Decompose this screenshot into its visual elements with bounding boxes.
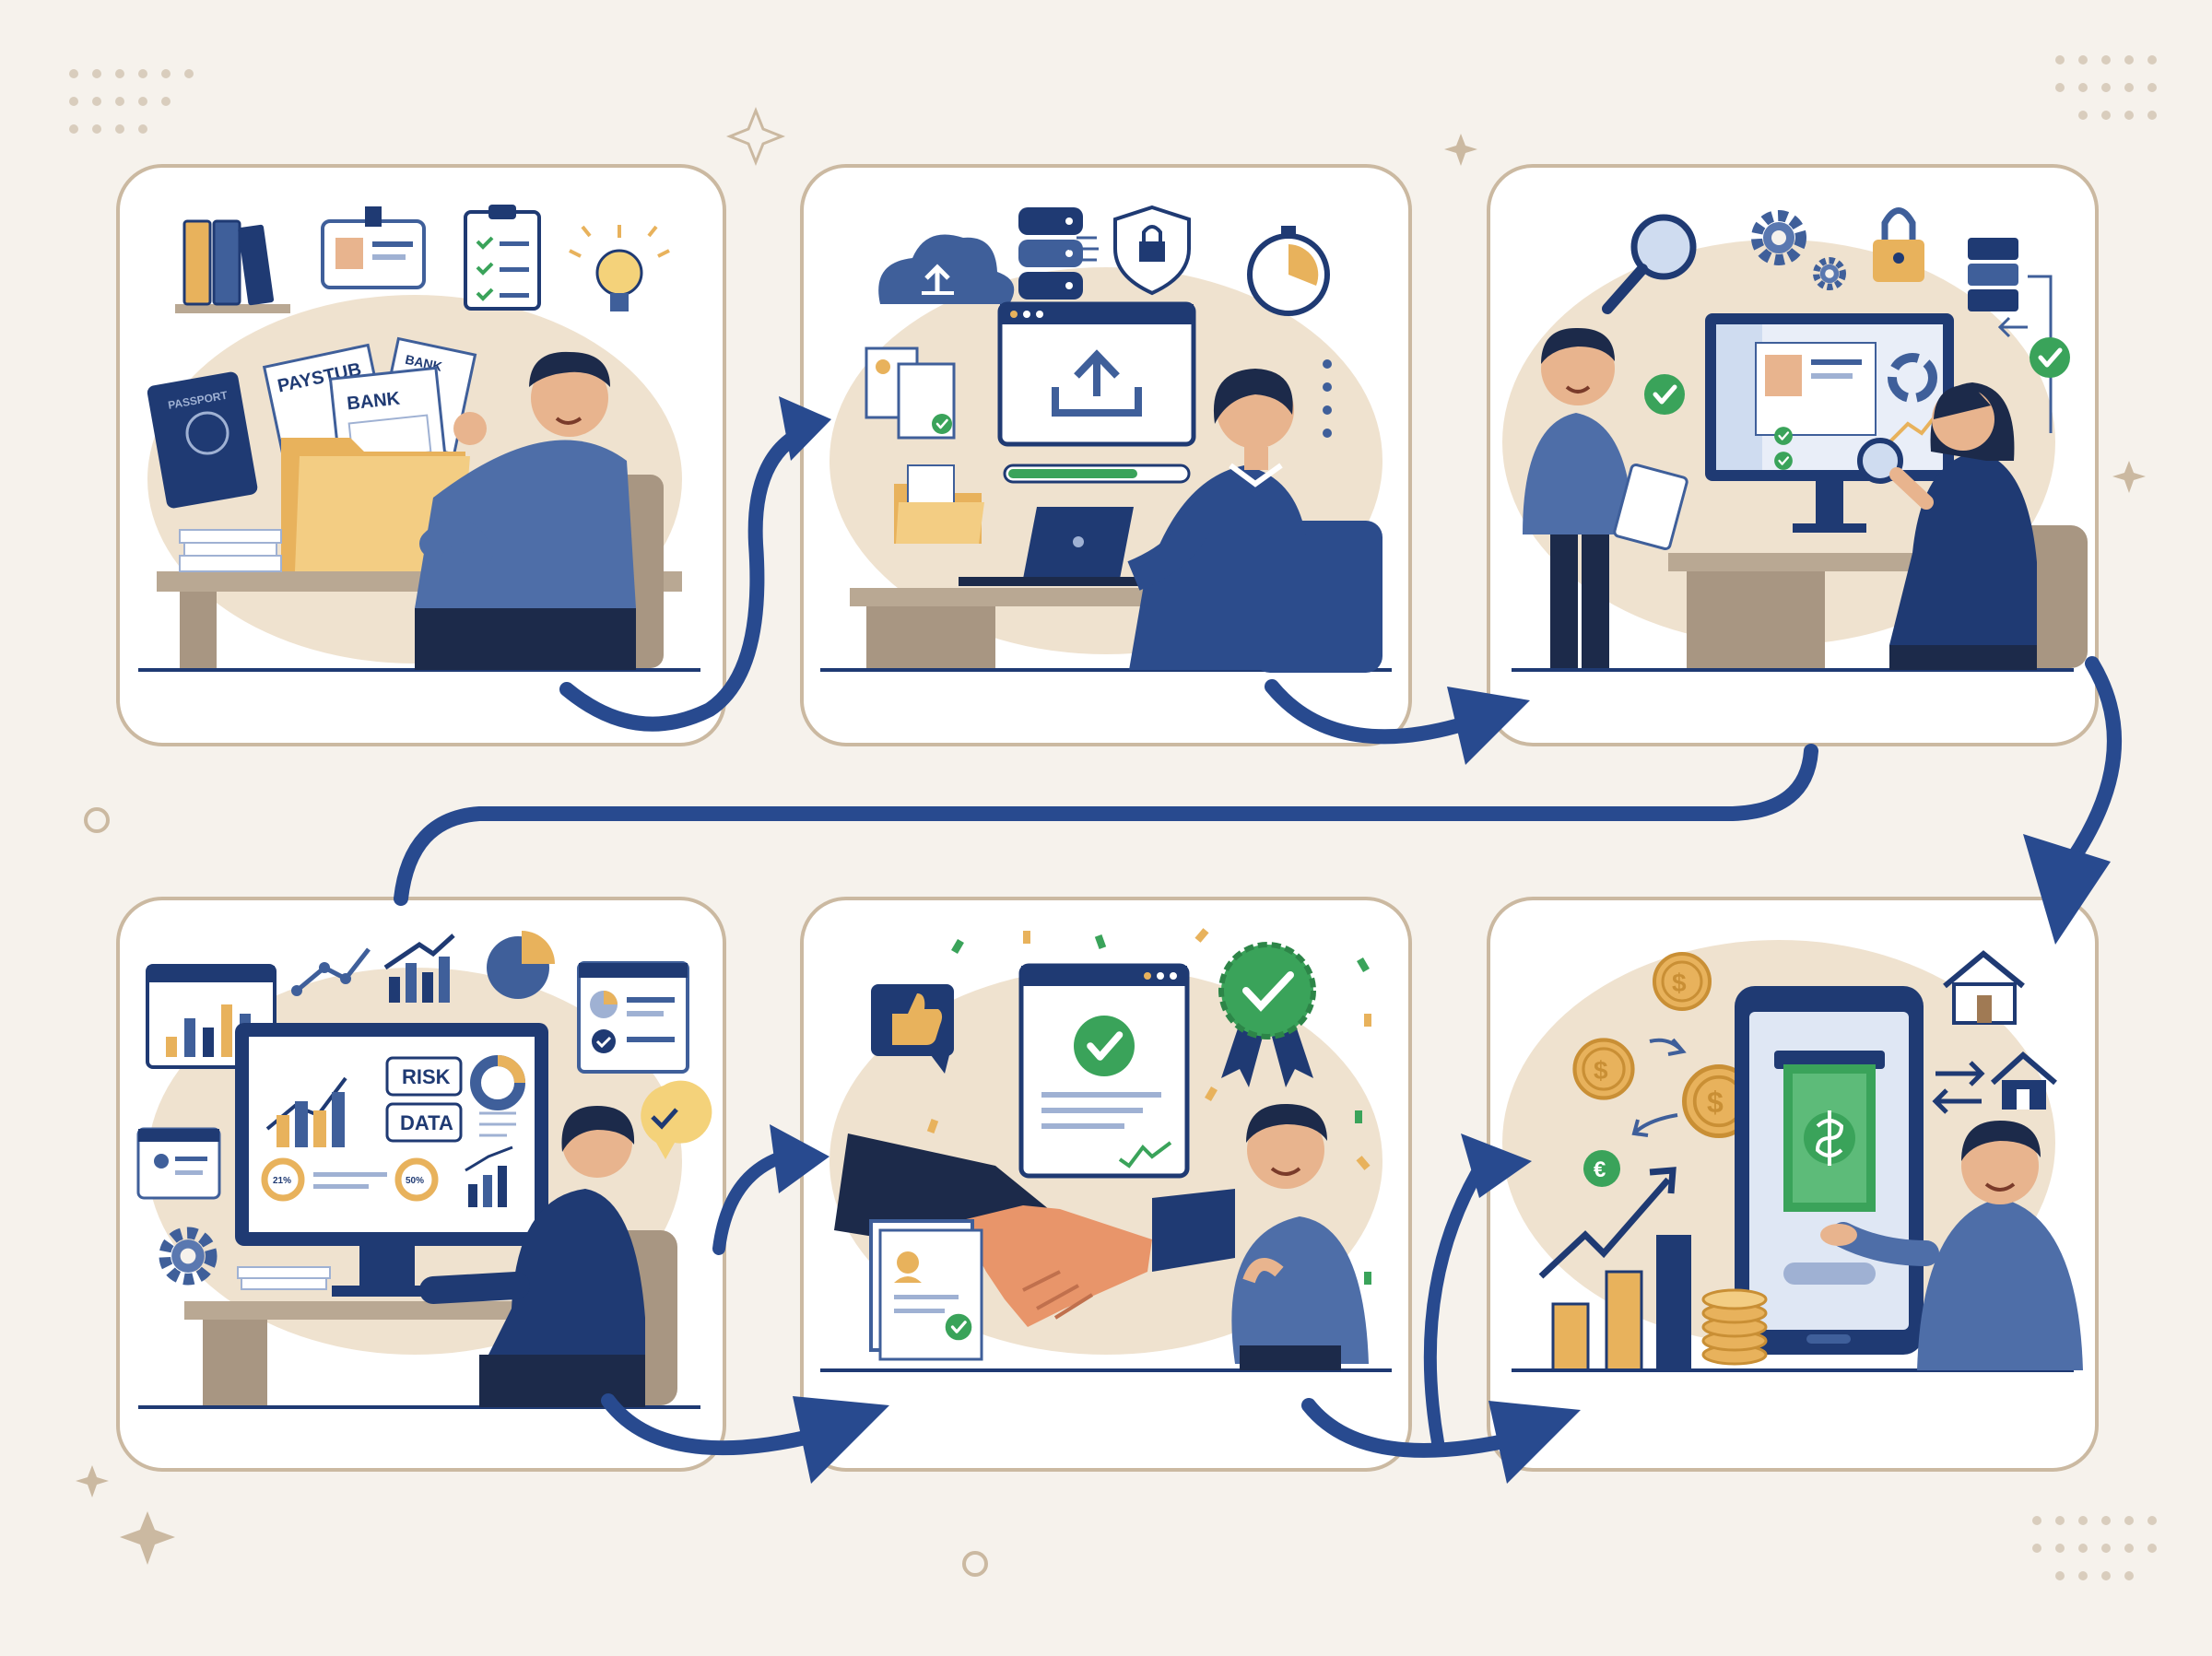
panel-funds-disbursed: $ $ $ €: [1488, 898, 2097, 1470]
arrow-step-5-to-6: [1430, 1161, 1484, 1442]
check-badge-icon: [1644, 374, 1685, 415]
checklist-icon: [465, 205, 539, 309]
desk: [180, 592, 217, 670]
arrow-step-4-to-5: [719, 1157, 783, 1249]
user-window: [138, 1129, 219, 1198]
ring-decor: [86, 809, 108, 831]
percent-label: 21%: [273, 1176, 291, 1186]
data-label: DATA: [400, 1111, 453, 1134]
svg-text:$: $: [1594, 1056, 1608, 1085]
profile-document: [871, 1221, 982, 1359]
svg-text:€: €: [1594, 1157, 1606, 1182]
check-badge-icon: [2030, 337, 2070, 378]
dollar-coin-icon: $: [1654, 954, 1710, 1009]
panel-gather-documents: PASSPORT PAYSTUB BANK BANK: [118, 166, 724, 745]
panel-approval-handshake: [802, 898, 1410, 1470]
percent-label: 50%: [406, 1176, 424, 1186]
upload-window: [1000, 304, 1194, 444]
database-icon: [1018, 207, 1083, 299]
ring-decor: [964, 1553, 986, 1575]
report-window: [579, 963, 688, 1072]
panel-risk-analysis: RISK DATA 21% 50%: [118, 898, 724, 1470]
euro-coin-icon: €: [1583, 1150, 1620, 1187]
svg-text:$: $: [1672, 969, 1687, 997]
risk-label: RISK: [402, 1065, 451, 1088]
coin-stack-icon: [1703, 1290, 1766, 1364]
dollar-coin-icon: $: [1575, 1040, 1633, 1098]
arrow-connector-row: [401, 751, 1811, 898]
sparkle-icon: [730, 111, 782, 162]
approved-document-window: [1021, 966, 1187, 1176]
panel-verification-review: [1488, 166, 2097, 745]
svg-text:$: $: [1707, 1086, 1724, 1119]
panel-upload-documents: [802, 166, 1410, 745]
